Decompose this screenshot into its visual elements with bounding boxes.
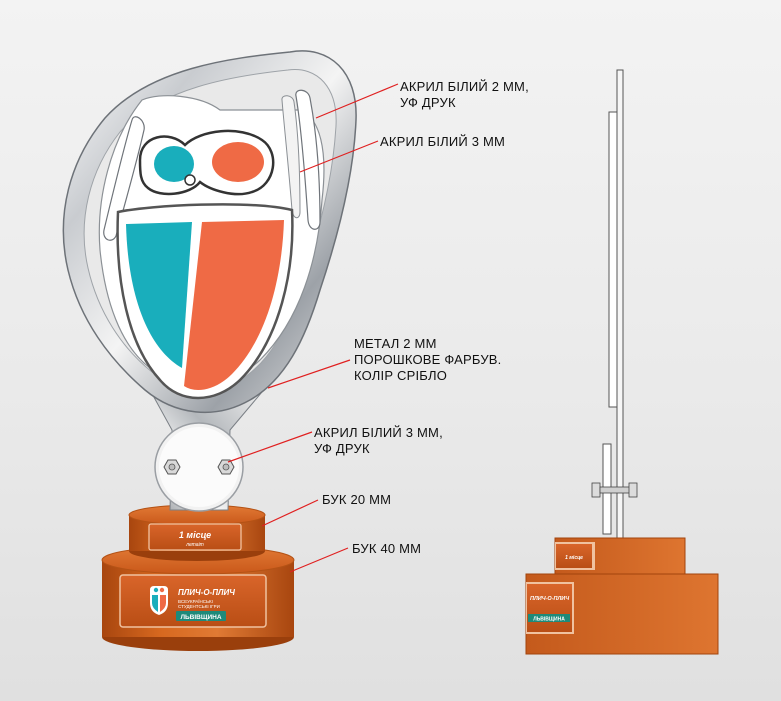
bolt-left-icon xyxy=(163,459,181,475)
plaque-city-badge xyxy=(176,611,226,621)
small-plaque-line1: 1 місце xyxy=(179,530,211,540)
callout-acrylic-3mm: АКРИЛ БІЛИЙ 3 ММ xyxy=(380,134,506,149)
side-large-plaque-brand: ПЛИЧ-О-ПЛИЧ xyxy=(530,596,569,602)
plaque-brand-text: ПЛИЧ-О-ПЛИЧ xyxy=(178,588,235,597)
leader-acrylic-3mm-uv xyxy=(227,431,313,463)
logo-cyan-shield xyxy=(126,222,192,368)
plaque-city-text: ЛЬВІВЩИНА xyxy=(180,614,221,621)
side-view: 1 місце ПЛИЧ-О-ПЛИЧ ЛЬВІВЩИНА xyxy=(525,69,719,655)
callout-metal-2mm: МЕТАЛ 2 ММ ПОРОШКОВЕ ФАРБУВ. КОЛІР СРІБЛ… xyxy=(354,336,502,383)
callout-beech-40mm: БУК 40 ММ xyxy=(352,541,422,556)
round-acrylic-disc xyxy=(154,422,244,512)
leader-acrylic-2mm xyxy=(315,83,399,119)
logo-orange-head xyxy=(212,142,264,182)
leader-lines xyxy=(227,83,399,573)
side-bolt-icon xyxy=(591,482,638,498)
callout-acrylic-2mm-uv: АКРИЛ БІЛИЙ 2 ММ, УФ ДРУК xyxy=(400,79,529,110)
raised-hands xyxy=(103,89,321,241)
plaque-sub2-text: СТУДЕНТСЬКІ ІГРИ xyxy=(178,604,220,609)
side-small-plaque-text: 1 місце xyxy=(565,555,583,561)
side-acrylic-layer xyxy=(608,111,618,408)
leader-beech-20mm xyxy=(261,499,319,527)
plaque-logo-icon xyxy=(150,586,168,615)
leader-beech-40mm xyxy=(289,547,349,573)
leader-acrylic-3mm xyxy=(299,140,379,173)
small-plaque: 1 місце летаіт xyxy=(148,523,242,551)
logo-print xyxy=(116,129,294,400)
plaque-sub1-text: ВСЕУКРАЇНСЬКІ xyxy=(178,598,213,604)
callout-acrylic-3mm-uv: АКРИЛ БІЛИЙ 3 ММ, УФ ДРУК xyxy=(314,425,443,456)
large-plaque: ПЛИЧ-О-ПЛИЧ ВСЕУКРАЇНСЬКІ СТУДЕНТСЬКІ ІГ… xyxy=(119,574,267,628)
bolt-right-icon xyxy=(217,459,235,475)
callout-beech-20mm: БУК 20 ММ xyxy=(322,492,392,507)
small-plaque-line2: летаіт xyxy=(185,542,204,548)
logo-cyan-head xyxy=(154,146,194,182)
side-metal-plate xyxy=(616,69,624,541)
leader-metal xyxy=(267,359,351,389)
side-large-plaque-city: ЛЬВІВЩИНА xyxy=(533,617,565,623)
logo-orange-shield xyxy=(184,220,284,390)
